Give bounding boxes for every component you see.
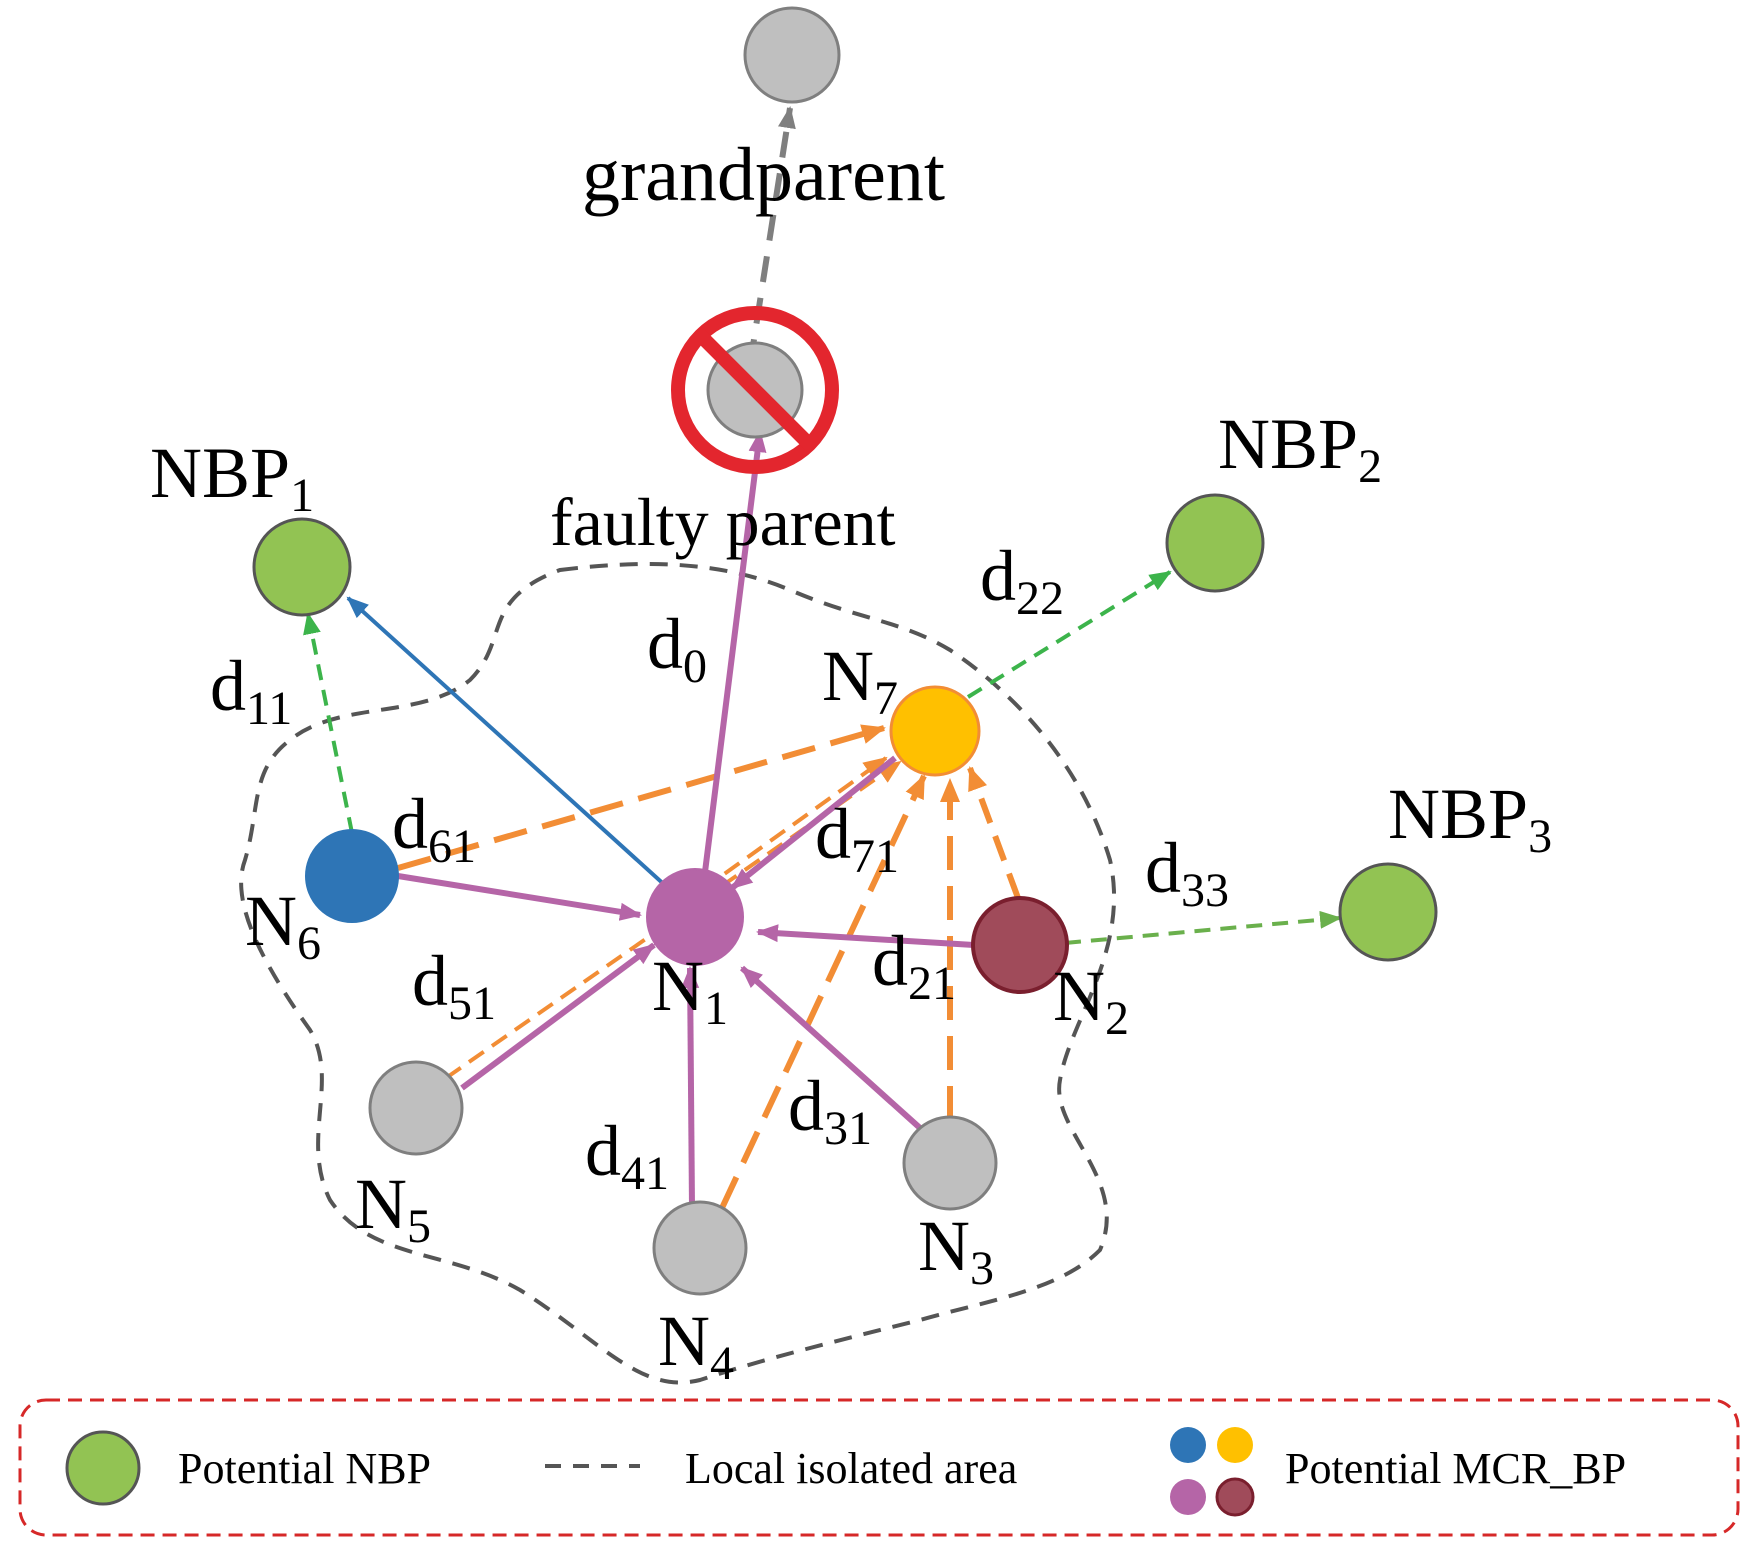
nbp2-node	[1165, 493, 1265, 593]
edge-n6-to-nbp1	[303, 612, 354, 834]
edge-n7-to-nbp2	[966, 570, 1172, 699]
prohibition-icon	[671, 306, 839, 474]
grandparent-label: grandparent	[582, 133, 945, 217]
edge-n6-to-n7	[397, 724, 886, 871]
legend: Potential NBP Local isolated area Potent…	[18, 1398, 1740, 1537]
legend-nbp-label: Potential NBP	[178, 1444, 431, 1493]
n1-node	[646, 868, 744, 966]
legend-mcr-purple-swatch	[1170, 1479, 1206, 1515]
legend-nbp-swatch	[65, 1430, 141, 1506]
edge-n5-to-n1	[460, 942, 656, 1091]
n6-label: N6	[245, 881, 321, 970]
legend-border	[18, 1398, 1740, 1537]
n4-label: N4	[658, 1301, 734, 1390]
nbp3-label: NBP3	[1388, 774, 1552, 863]
n7-node	[889, 685, 981, 777]
n2-label: N2	[1053, 956, 1129, 1045]
edge-n3-to-n1	[739, 965, 923, 1131]
edge-n2-to-nbp3	[1064, 910, 1342, 945]
edge-faulty-to-grandparent	[747, 106, 796, 366]
edge-n1-to-nbp1	[346, 596, 670, 890]
nbp1-label: NBP1	[150, 433, 314, 522]
edge-n1-to-faulty-parent	[700, 430, 767, 889]
nbp3-node	[1338, 862, 1438, 962]
n6-node	[305, 829, 399, 923]
d31-label: d31	[788, 1066, 872, 1155]
n1-label: N1	[652, 946, 728, 1035]
n5-label: N5	[355, 1164, 431, 1253]
nbp1-node	[252, 517, 352, 617]
n4-node	[652, 1200, 748, 1296]
legend-mcr-label: Potential MCR_BP	[1285, 1444, 1626, 1493]
d21-label: d21	[872, 921, 956, 1010]
n7-label: N7	[822, 636, 898, 725]
edge-n2-to-n7	[967, 766, 1021, 900]
edge-n2-to-n1	[756, 924, 975, 948]
n2-node	[971, 896, 1069, 994]
edge-n6-to-n1	[397, 873, 642, 921]
edge-n1-to-n7-a	[700, 756, 888, 892]
legend-mcr-maroon-swatch	[1215, 1477, 1255, 1517]
faulty-parent-label: faulty parent	[550, 484, 896, 560]
grandparent-node	[743, 6, 841, 104]
edge-n4-to-n7	[719, 774, 927, 1210]
legend-mcr-yellow-swatch	[1217, 1427, 1253, 1463]
d0-label: d0	[647, 604, 707, 693]
edge-n7-to-n1	[730, 755, 897, 891]
d51-label: d51	[412, 941, 496, 1030]
nbp2-label: NBP2	[1218, 404, 1382, 493]
d22-label: d22	[980, 536, 1064, 625]
d61-label: d61	[392, 784, 476, 873]
n3-label: N3	[918, 1206, 994, 1295]
n5-node	[368, 1060, 464, 1156]
d71-label: d71	[815, 794, 899, 883]
d41-label: d41	[585, 1111, 669, 1200]
d33-label: d33	[1145, 828, 1229, 917]
d11-label: d11	[210, 646, 292, 735]
legend-isolated-area-label: Local isolated area	[685, 1444, 1017, 1493]
n3-node	[902, 1115, 998, 1211]
edge-n4-to-n1	[681, 966, 700, 1209]
legend-mcr-blue-swatch	[1170, 1427, 1206, 1463]
